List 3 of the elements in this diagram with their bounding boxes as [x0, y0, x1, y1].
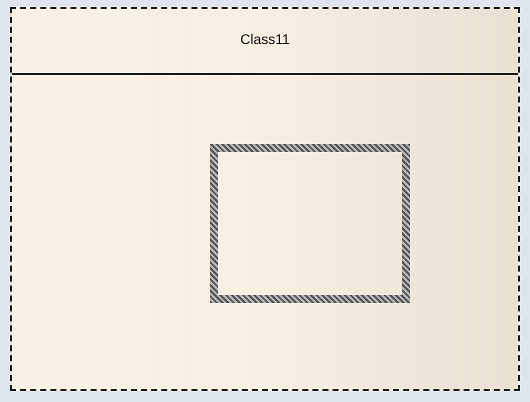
- empty-box: [210, 144, 410, 303]
- class-box: [10, 7, 520, 391]
- class-name: Class11: [240, 31, 290, 47]
